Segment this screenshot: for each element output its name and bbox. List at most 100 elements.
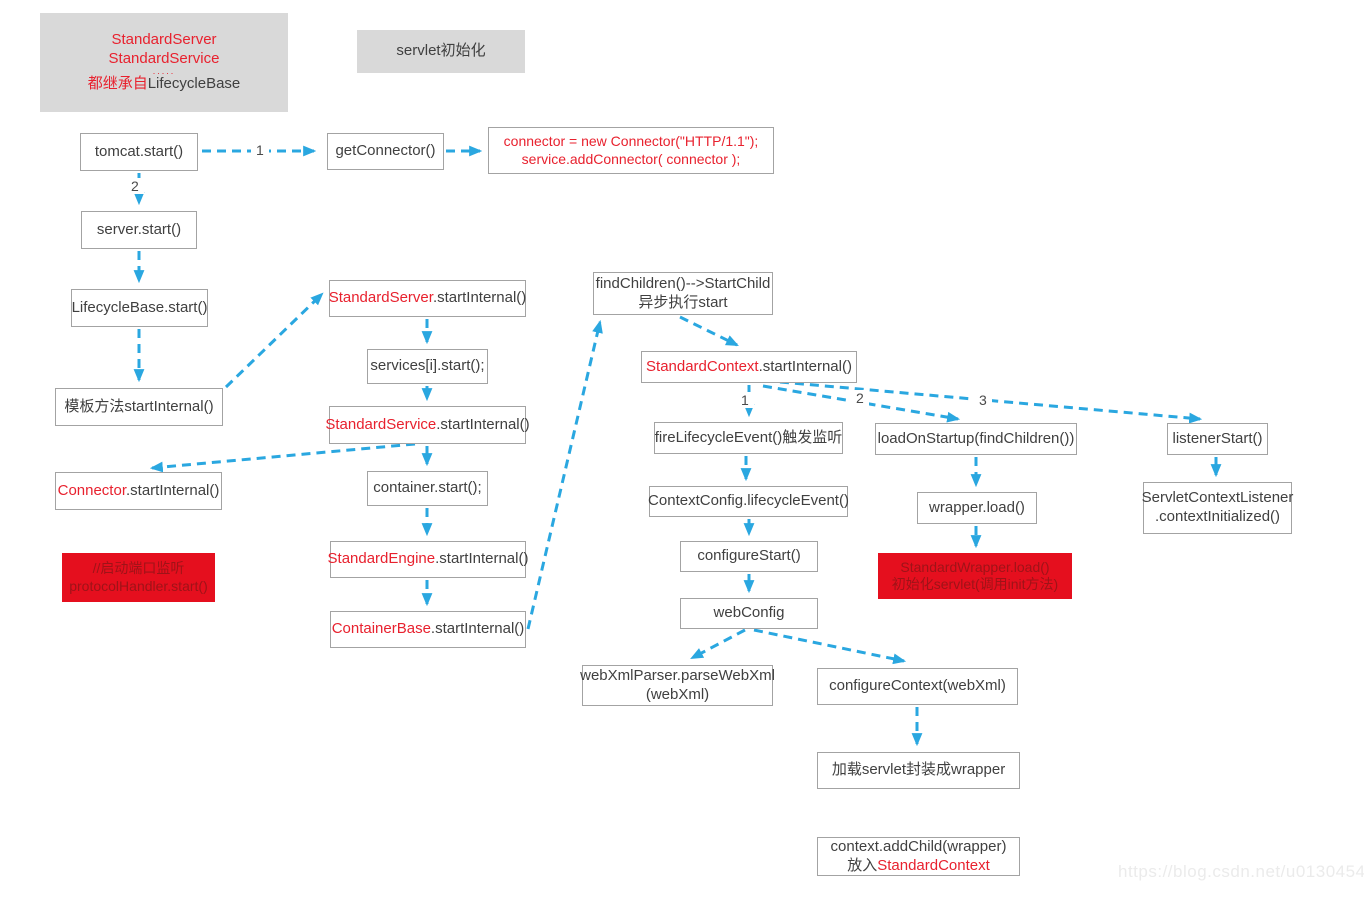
note-line-red: 都继承自 bbox=[87, 75, 148, 93]
node-label: 放入StandardContext bbox=[847, 857, 990, 876]
edge-label-1: 1 bbox=[251, 142, 269, 158]
node-label-rest: .startInternal() bbox=[758, 357, 852, 375]
node-protocol-handler: //启动端口监听 protocolHandler.start() bbox=[62, 553, 215, 602]
node-label: server.start() bbox=[96, 220, 182, 238]
edge-label-2: 2 bbox=[126, 178, 144, 194]
node-label: 模板方法startInternal() bbox=[64, 397, 214, 415]
node-label: configureContext(webXml) bbox=[829, 677, 1006, 695]
node-label: services[i].start(); bbox=[370, 357, 485, 375]
node-standardservice-startinternal: StandardService.startInternal() bbox=[325, 406, 530, 444]
node-lifecyclebase-start: LifecycleBase.start() bbox=[71, 289, 208, 327]
node-connector-code: connector = new Connector("HTTP/1.1"); s… bbox=[488, 127, 774, 174]
note-line: StandardServer bbox=[111, 30, 217, 48]
node-label-rest: .startInternal() bbox=[430, 620, 525, 638]
node-services-start: services[i].start(); bbox=[367, 349, 488, 384]
node-configure-context: configureContext(webXml) bbox=[817, 668, 1018, 705]
node-contextconfig-lifecycleevent: ContextConfig.lifecycleEvent() bbox=[648, 486, 849, 517]
node-label: container.start(); bbox=[373, 479, 482, 497]
node-label-rest: .startInternal() bbox=[126, 481, 220, 499]
node-label: StandardEngine.startInternal() bbox=[328, 550, 529, 569]
node-server-start: server.start() bbox=[81, 211, 197, 249]
node-web-config: webConfig bbox=[680, 598, 818, 629]
node-label: protocolHandler.start() bbox=[69, 577, 208, 594]
node-label: configureStart() bbox=[697, 547, 801, 565]
node-standardserver-startinternal: StandardServer.startInternal() bbox=[329, 280, 526, 317]
node-label: StandardWrapper.load() bbox=[900, 558, 1050, 575]
node-label-red: StandardContext bbox=[877, 856, 990, 874]
node-load-on-startup: loadOnStartup(findChildren()) bbox=[875, 423, 1077, 455]
node-label: findChildren()-->StartChild bbox=[595, 274, 771, 292]
watermark: https://blog.csdn.net/u013045437 bbox=[1118, 862, 1364, 881]
note-line: 都继承自LifecycleBase bbox=[88, 75, 241, 94]
node-wrapper-load: wrapper.load() bbox=[917, 492, 1037, 524]
node-label: service.addConnector( connector ); bbox=[521, 150, 741, 167]
arrow-standardservice-to-connector bbox=[149, 442, 416, 473]
node-servlet-context-listener: ServletContextListener .contextInitializ… bbox=[1141, 482, 1294, 534]
node-listener-start: listenerStart() bbox=[1167, 423, 1268, 455]
arrow-template-to-standardserver bbox=[224, 292, 324, 389]
node-label-red: StandardService bbox=[325, 415, 437, 433]
node-label: ContextConfig.lifecycleEvent() bbox=[648, 492, 849, 510]
edge-label-ctx-1: 1 bbox=[736, 392, 754, 408]
node-standardwrapper-load: StandardWrapper.load() 初始化servlet(调用init… bbox=[878, 553, 1072, 599]
node-label-dark: 放入 bbox=[847, 856, 878, 874]
edge-label-ctx-2: 2 bbox=[851, 390, 869, 406]
node-template-method: 模板方法startInternal() bbox=[55, 388, 223, 426]
node-label: connector = new Connector("HTTP/1.1"); bbox=[503, 133, 759, 149]
node-label: wrapper.load() bbox=[929, 498, 1025, 516]
node-load-wrapper-note: 加载servlet封装成wrapper bbox=[817, 752, 1020, 789]
node-label: 异步执行start bbox=[638, 293, 728, 311]
node-label-red: StandardEngine bbox=[327, 550, 436, 568]
note-line-dark: LifecycleBase bbox=[147, 75, 241, 93]
node-label-rest: .startInternal() bbox=[436, 415, 530, 433]
node-label-red: StandardContext bbox=[646, 357, 759, 375]
node-label: tomcat.start() bbox=[94, 142, 184, 160]
node-fire-lifecycle-event: fireLifecycleEvent()触发监听 bbox=[654, 422, 843, 454]
arrow-findchildren-to-standardcontext bbox=[679, 315, 739, 347]
node-label-red: ContainerBase bbox=[331, 620, 431, 638]
node-webxml-parser: webXmlParser.parseWebXml (webXml) bbox=[580, 665, 775, 706]
node-tomcat-start: tomcat.start() bbox=[80, 133, 198, 171]
node-label: StandardService.startInternal() bbox=[325, 416, 529, 435]
node-label: fireLifecycleEvent()触发监听 bbox=[654, 428, 843, 446]
edge-label-ctx-3: 3 bbox=[974, 392, 992, 408]
note-label: servlet初始化 bbox=[396, 42, 486, 60]
node-label: context.addChild(wrapper) bbox=[830, 837, 1007, 855]
node-label: ContainerBase.startInternal() bbox=[332, 620, 525, 639]
node-connector-startinternal: Connector.startInternal() bbox=[55, 472, 222, 510]
node-label: 加载servlet封装成wrapper bbox=[831, 761, 1006, 779]
node-label: StandardContext.startInternal() bbox=[646, 358, 852, 377]
node-label: //启动端口监听 bbox=[92, 560, 185, 576]
node-label: 初始化servlet(调用init方法) bbox=[891, 576, 1059, 592]
node-containerbase-startinternal: ContainerBase.startInternal() bbox=[330, 611, 526, 648]
node-label-red: StandardServer bbox=[328, 289, 433, 307]
node-configure-start: configureStart() bbox=[680, 541, 818, 572]
node-standardengine-startinternal: StandardEngine.startInternal() bbox=[328, 541, 529, 578]
note-servlet-init: servlet初始化 bbox=[357, 30, 525, 73]
node-label: webConfig bbox=[713, 604, 785, 622]
node-label-red: Connector bbox=[57, 481, 126, 499]
node-find-children: findChildren()-->StartChild 异步执行start bbox=[593, 272, 773, 315]
node-label: Connector.startInternal() bbox=[58, 482, 220, 501]
node-label: getConnector() bbox=[335, 142, 436, 160]
node-add-child: context.addChild(wrapper) 放入StandardCont… bbox=[817, 837, 1020, 876]
node-label-rest: .startInternal() bbox=[432, 289, 527, 307]
node-label: StandardServer.startInternal() bbox=[329, 289, 527, 308]
note-inherit-lifecyclebase: StandardServer StandardService ..... 都继承… bbox=[40, 13, 288, 112]
node-label-rest: .startInternal() bbox=[435, 550, 529, 568]
arrow-webconfig-to-webxmlparser bbox=[690, 628, 746, 660]
node-get-connector: getConnector() bbox=[327, 133, 444, 170]
node-standardcontext-startinternal: StandardContext.startInternal() bbox=[641, 351, 857, 383]
node-label: LifecycleBase.start() bbox=[71, 298, 208, 316]
note-line: StandardService bbox=[108, 49, 220, 67]
node-label: .contextInitialized() bbox=[1154, 508, 1281, 525]
node-label: ServletContextListener bbox=[1141, 489, 1294, 507]
node-container-start: container.start(); bbox=[367, 471, 488, 506]
arrow-webconfig-to-configurecontext bbox=[753, 628, 907, 665]
node-label: webXmlParser.parseWebXml bbox=[580, 666, 775, 684]
node-label: listenerStart() bbox=[1172, 429, 1263, 447]
arrow-containerbase-to-findchildren bbox=[526, 319, 603, 630]
node-label: (webXml) bbox=[645, 685, 710, 703]
note-dots: ..... bbox=[152, 66, 176, 77]
